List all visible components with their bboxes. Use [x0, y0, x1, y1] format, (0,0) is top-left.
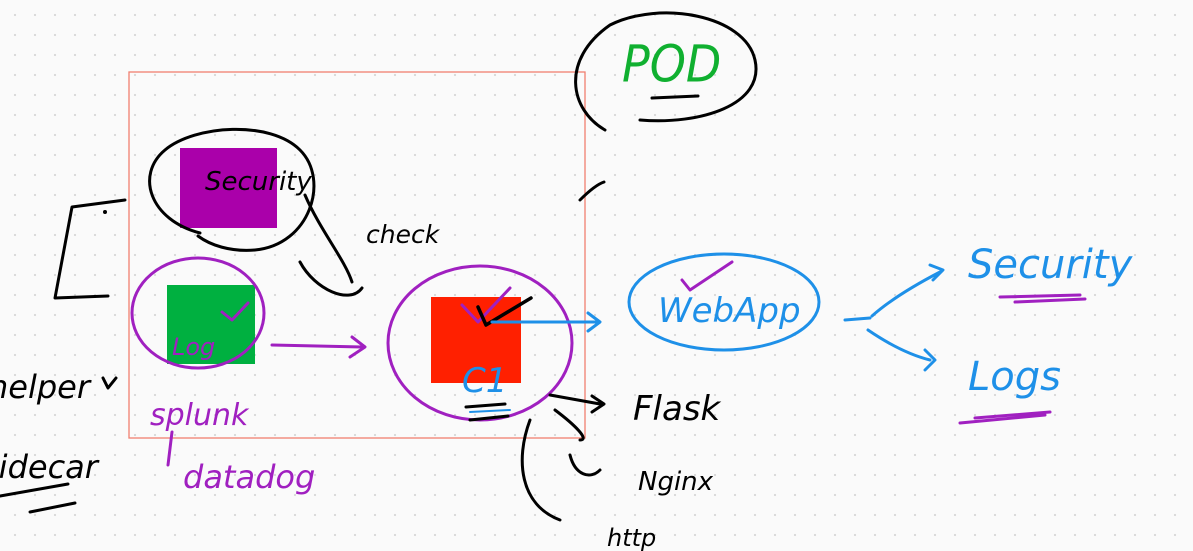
security-container-box [180, 148, 277, 228]
security-circle-outline [148, 127, 316, 252]
datadog-link [166, 430, 174, 467]
helper-bracket [53, 198, 127, 300]
c1-to-http-connector [520, 418, 562, 522]
log-circle-outline [130, 256, 266, 370]
pod-label: POD [622, 35, 721, 94]
check-hook-connector [298, 193, 364, 297]
logs-right-underline [958, 410, 1052, 425]
security-right-label: Security [968, 242, 1134, 288]
log-checkmark [220, 301, 250, 322]
c1-to-webapp-arrow [490, 311, 602, 333]
pod-pointer [578, 180, 606, 202]
c1-underline [464, 402, 510, 422]
http-label: http [607, 524, 656, 551]
webapp-to-logs-arrow [866, 328, 937, 372]
check-label: check [366, 220, 441, 249]
nginx-label: Nginx [638, 467, 714, 497]
pod-underline [650, 94, 700, 100]
webapp-bubble-outline [627, 252, 821, 352]
webapp-checkmark [680, 260, 734, 292]
c1-checkmark-black [476, 296, 533, 327]
datadog-label: datadog [183, 458, 315, 496]
logs-right-label: Logs [968, 354, 1061, 400]
log-container-box [167, 285, 255, 364]
webapp-label: WebApp [658, 291, 801, 331]
c1-checkmark-purple [460, 286, 512, 324]
security-box-label: Security [205, 167, 312, 197]
c1-to-nginx-connector [553, 408, 602, 477]
pod-boundary [128, 71, 586, 439]
security-right-underline [998, 293, 1087, 304]
log-box-label: Log [172, 333, 215, 361]
flask-label: Flask [633, 389, 722, 429]
sidecar-underline [0, 482, 77, 514]
webapp-to-security-arrow [870, 263, 945, 318]
sidecar-label: sidecar [0, 448, 100, 486]
pod-bubble-outline [574, 11, 758, 132]
splunk-label: splunk [150, 398, 250, 433]
c1-label: C1 [462, 361, 507, 401]
helper-label: helper [0, 368, 92, 406]
log-to-c1-arrow [270, 335, 367, 359]
c1-underline-blue [469, 409, 511, 413]
webapp-fanout-connector [843, 316, 872, 322]
helper-mark [101, 376, 118, 390]
c1-to-flask-arrow [548, 393, 606, 414]
helper-bracket-dot [103, 210, 107, 214]
